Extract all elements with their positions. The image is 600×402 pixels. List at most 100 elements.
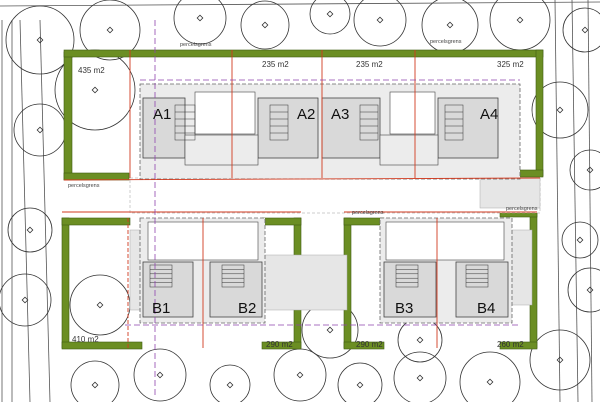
br-upper (385, 221, 505, 261)
hedge-bm-top (261, 217, 302, 226)
tree-trunk-mark (261, 21, 269, 29)
area-label-top-mid-left: 235 m2 (262, 60, 289, 69)
tree-trunk-mark (416, 336, 424, 344)
boundary-label-top-b: percelsgrens (430, 39, 462, 45)
tree-trunk-mark (576, 236, 584, 244)
tree-canopy (393, 351, 447, 402)
tree-canopy (529, 329, 591, 391)
tree-trunk-mark (21, 296, 29, 304)
tree-trunk-mark (326, 326, 334, 334)
tree-trunk-mark (516, 16, 524, 24)
tree-trunk-mark (416, 374, 424, 382)
tree-trunk-mark (106, 26, 114, 34)
unit-label-a2: A2 (297, 106, 315, 123)
top-center-block (194, 91, 256, 135)
room-partition (465, 264, 489, 288)
hedge-bl-left (61, 217, 70, 349)
unit-a1-footprint (142, 97, 186, 159)
tree-trunk-mark (356, 381, 364, 389)
tree-trunk-mark (36, 36, 44, 44)
room-partition (149, 264, 173, 288)
tree-trunk-mark (586, 286, 594, 294)
tree-canopy (569, 149, 600, 191)
tree-canopy (567, 267, 600, 313)
tree-trunk-mark (581, 26, 589, 34)
boundary-label-mid-center: percelsgrens (352, 210, 384, 216)
unit-label-b4: B4 (477, 300, 495, 317)
unit-label-b1: B1 (152, 300, 170, 317)
room-partition (221, 264, 245, 288)
tree-trunk-mark (486, 378, 494, 386)
hedge-br-top (343, 217, 385, 226)
boundary-label-top-a: percelsgrens (180, 42, 212, 48)
unit-b1-footprint (142, 261, 194, 318)
tree-trunk-mark (196, 14, 204, 22)
area-label-bottom-left: 410 m2 (72, 335, 99, 344)
room-partition (395, 264, 419, 288)
plot-boundaries (62, 50, 541, 348)
tree-canopy (70, 360, 120, 402)
boundary-label-mid-right: percelsgrens (506, 206, 538, 212)
tree-trunk-mark (556, 356, 564, 364)
hedge-plots (61, 49, 544, 350)
tree-trunk-mark (326, 10, 334, 18)
tree-canopy (173, 0, 227, 45)
unit-label-a4: A4 (480, 106, 498, 123)
central-road (129, 177, 541, 214)
setback-lines (125, 20, 520, 395)
tree-trunk-mark (36, 126, 44, 134)
tree-canopy (561, 221, 599, 259)
area-label-top-left: 435 m2 (78, 66, 105, 75)
tree-canopy (79, 0, 141, 61)
tree-trunk-mark (91, 86, 99, 94)
tree-trunk-mark (91, 381, 99, 389)
room-partition (174, 104, 196, 141)
hedge-top-left-foot (63, 172, 130, 181)
unit-b3-footprint (383, 261, 437, 318)
tree-canopy (240, 0, 290, 50)
paving-left (479, 177, 541, 209)
link-a3-a4 (379, 134, 439, 166)
tree-trunk-mark (446, 21, 454, 29)
room-partition (444, 104, 464, 141)
tree-canopy (309, 0, 351, 35)
area-label-bottom-mid-right: 290 m2 (356, 340, 383, 349)
parking-center (261, 254, 348, 311)
unit-a4-footprint (437, 97, 499, 159)
hedge-top-right (535, 49, 544, 177)
unit-b4-footprint (455, 261, 509, 318)
hedge-top-top (63, 49, 544, 58)
tree-canopy (133, 348, 187, 402)
unit-label-a1: A1 (153, 106, 171, 123)
interior-details (149, 104, 489, 288)
unit-b2-footprint (209, 261, 263, 318)
top-center-block-2 (389, 91, 436, 135)
tree-trunk-mark (96, 301, 104, 309)
tree-canopy (209, 364, 251, 402)
hedge-top-left (63, 51, 73, 181)
tree-trunk-mark (556, 106, 564, 114)
boundary-label-mid-left: percelsgrens (68, 183, 100, 189)
tree-trunk-mark (226, 381, 234, 389)
tree-canopy (562, 7, 600, 53)
hedge-bm-bottom (261, 341, 302, 350)
building-top-row (139, 83, 521, 180)
unit-a3-footprint (321, 97, 381, 159)
hedge-br-bottom-right (499, 341, 538, 350)
unit-label-b2: B2 (238, 300, 256, 317)
tree-canopy (7, 207, 53, 253)
tree-canopy (459, 351, 521, 402)
area-label-bottom-mid-left: 290 m2 (266, 340, 293, 349)
building-bottom-row (139, 217, 513, 324)
tree-canopy (531, 81, 589, 139)
tree-trunk-mark (376, 16, 384, 24)
link-a1-a2 (184, 134, 259, 166)
hedge-bl-bottom (61, 341, 143, 350)
tree-trunk-mark (586, 166, 594, 174)
tree-trunk-mark (26, 226, 34, 234)
area-label-bottom-right: 260 m2 (497, 340, 524, 349)
tree-canopy (0, 273, 52, 327)
room-partition (269, 104, 289, 141)
tree-trunk-mark (296, 371, 304, 379)
